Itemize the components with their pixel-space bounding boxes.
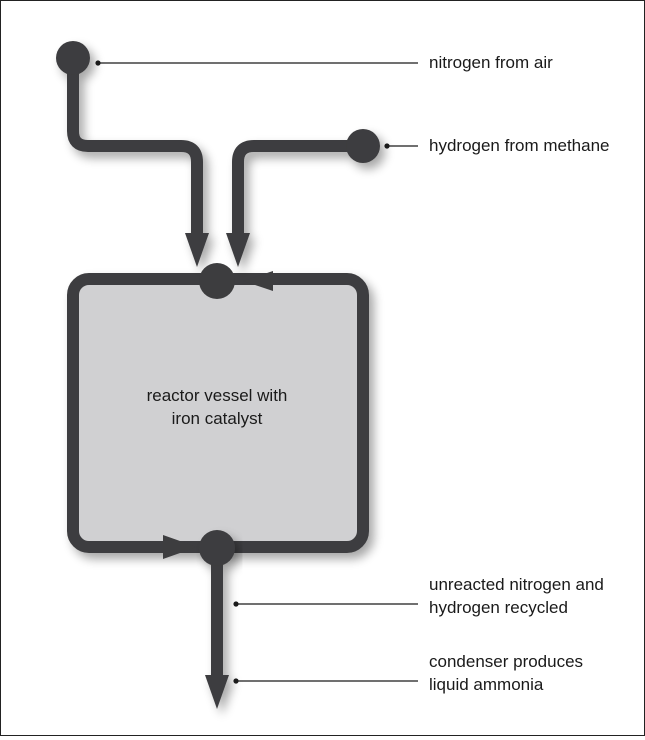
vessel-label-line2: iron catalyst (172, 409, 263, 428)
recycle-label-line2: hydrogen recycled (429, 598, 568, 617)
hydrogen-label: hydrogen from methane (429, 136, 610, 155)
leader-lines (95, 60, 418, 684)
recycle-return-arrow (243, 271, 273, 291)
nitrogen-pipe (56, 41, 209, 267)
output-pipe (199, 530, 235, 709)
vessel-outflow-arrow (163, 535, 197, 559)
condenser-label-line1: condenser produces (429, 652, 583, 671)
nitrogen-label: nitrogen from air (429, 53, 553, 72)
condenser-label-line2: liquid ammonia (429, 675, 544, 694)
top-junction (199, 263, 235, 299)
hydrogen-pipe (226, 129, 380, 267)
recycle-label-line1: unreacted nitrogen and (429, 575, 604, 594)
vessel-label-line1: reactor vessel with (147, 386, 288, 405)
